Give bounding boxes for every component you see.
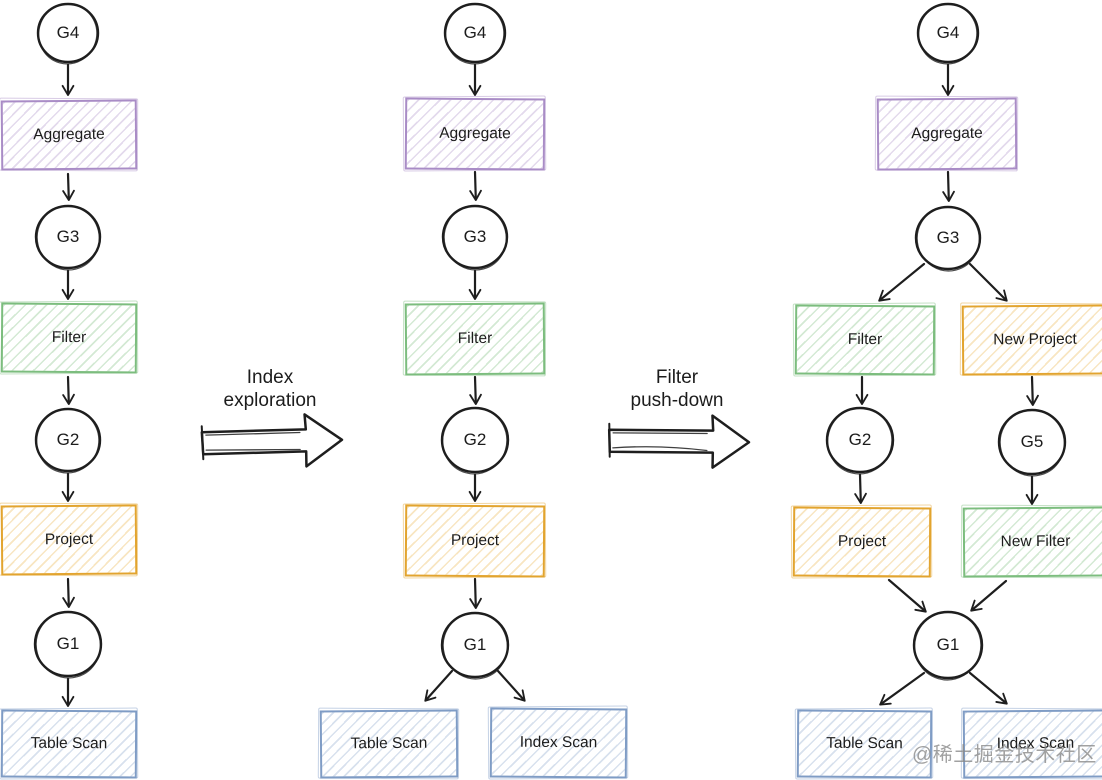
node-label: Project [450, 531, 500, 550]
group-g2-middle-label: G2 [463, 430, 487, 449]
node-label: Filter [51, 328, 87, 347]
group-g5-right-label: G5 [1020, 432, 1044, 451]
group-g3-right-label: G3 [936, 228, 960, 247]
node-label: New Project [993, 330, 1077, 349]
node-label: Table Scan [350, 734, 428, 753]
group-g2-right-label: G2 [848, 430, 872, 449]
node-aggregate-middle: Aggregate [404, 97, 546, 171]
node-aggregate-right: Aggregate [876, 97, 1018, 171]
node-project-left: Project [0, 504, 138, 576]
node-project-middle: Project [404, 504, 546, 578]
index-exploration-arrow-icon [200, 413, 344, 468]
node-table-scan-left: Table Scan [0, 709, 138, 779]
node-label: Filter [847, 330, 883, 349]
node-label: Project [837, 532, 887, 551]
node-label: Project [44, 530, 94, 549]
node-filter-right: Filter [794, 304, 936, 376]
node-filter-left: Filter [0, 302, 138, 374]
node-filter-middle: Filter [404, 302, 546, 376]
transform-label-line1: Filter [655, 367, 699, 388]
node-label: Index Scan [519, 733, 598, 752]
filter-push-down-arrow-icon [607, 414, 751, 469]
group-g4-left-label: G4 [56, 23, 80, 42]
group-g1-middle-label: G1 [463, 635, 487, 654]
group-g4-middle-label: G4 [463, 23, 487, 42]
transform-label-line2: exploration [223, 390, 317, 411]
group-g2-left-label: G2 [56, 430, 80, 449]
node-new-project-right: New Project [961, 304, 1102, 376]
node-new-filter-right: New Filter [962, 506, 1102, 578]
node-label: New Filter [1000, 532, 1071, 551]
transform-label-index-exploration: Index exploration [185, 366, 355, 412]
transform-label-filter-push-down: Filter push-down [592, 366, 762, 412]
group-g1-left-label: G1 [56, 634, 80, 653]
group-g1-right-label: G1 [936, 635, 960, 654]
group-g3-middle-label: G3 [463, 227, 487, 246]
transform-label-line1: Index [246, 367, 294, 388]
group-g3-left-label: G3 [56, 227, 80, 246]
transform-label-line2: push-down [630, 390, 724, 411]
node-label: Aggregate [439, 124, 511, 143]
group-g4-right-label: G4 [936, 23, 960, 42]
node-label: Table Scan [826, 734, 903, 753]
node-label: Filter [457, 329, 493, 348]
node-aggregate-left: Aggregate [0, 99, 138, 171]
node-label: Table Scan [30, 734, 108, 753]
node-label: Aggregate [911, 124, 983, 143]
node-table-scan-middle: Table Scan [319, 709, 459, 779]
node-label: Aggregate [33, 125, 105, 144]
node-project-right: Project [792, 506, 932, 578]
node-index-scan-middle: Index Scan [489, 707, 628, 779]
watermark-text: @稀土掘金技术社区 [912, 744, 1097, 766]
